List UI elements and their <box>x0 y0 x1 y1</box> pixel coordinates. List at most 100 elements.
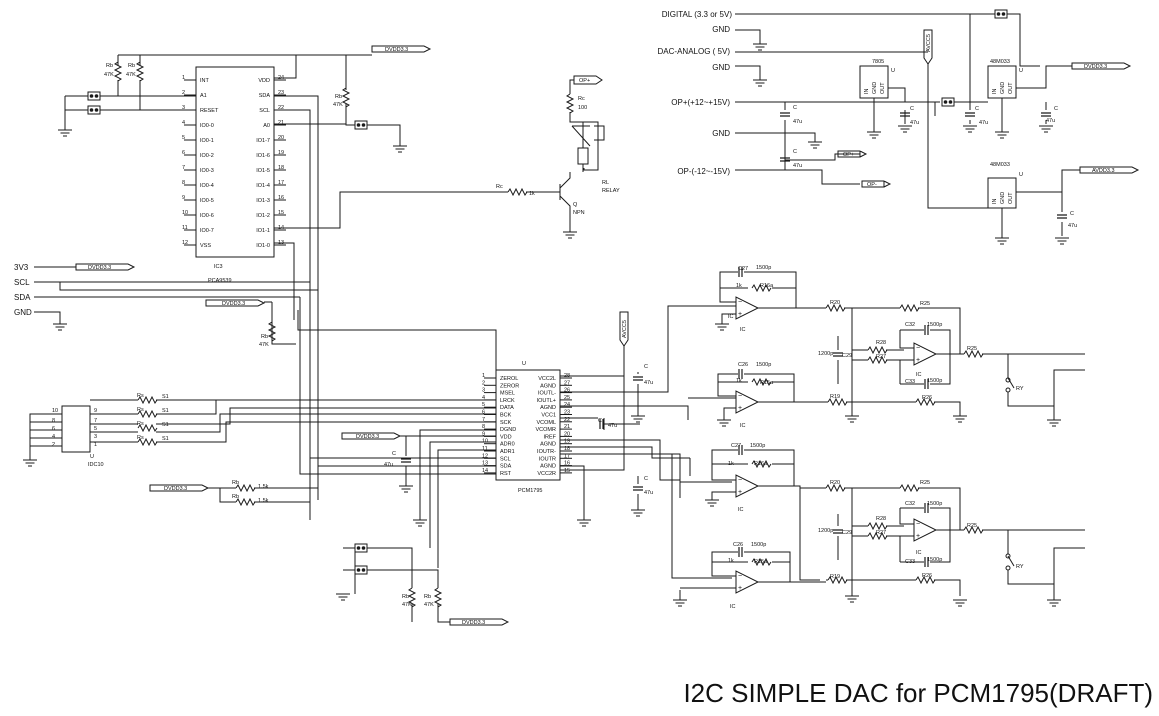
gnd-symbol <box>994 131 1010 139</box>
gnd-symbol <box>704 499 720 507</box>
opamp-ic: IC <box>916 550 922 556</box>
pin-name: RESET <box>200 108 219 114</box>
rc-label: Rc <box>578 96 585 102</box>
opamp-ic: IC <box>738 507 744 513</box>
pin-number: 1 <box>182 75 185 81</box>
gnd-symbol <box>57 129 73 137</box>
pin-name: IO0-2 <box>200 153 214 159</box>
capacitor <box>779 112 791 117</box>
r-r16a: R16a <box>754 461 768 467</box>
op-minus-text: OP- <box>867 182 877 188</box>
rb-label: Rb <box>106 63 113 69</box>
bus-sda: SDA <box>14 293 31 302</box>
rb-label: Rb <box>232 494 239 500</box>
gnd-symbol <box>412 519 428 527</box>
pin-name: ADR0 <box>500 442 515 448</box>
pin-number: 18 <box>278 165 284 171</box>
opamp <box>913 518 937 542</box>
pin-number: 14 <box>482 468 488 474</box>
pin-name: IREF <box>543 434 556 440</box>
cap-label: C <box>1070 211 1074 217</box>
dvdd-tag <box>341 432 402 440</box>
dvdd-tag <box>149 484 210 492</box>
pin-name: AGND <box>540 442 556 448</box>
opamp <box>735 570 759 594</box>
pin-number: 6 <box>182 150 185 156</box>
cap-c32: C32 <box>905 501 915 507</box>
r-r19: R19 <box>830 394 840 400</box>
idc-pin: 7 <box>94 418 97 424</box>
dvdd-tag <box>449 618 510 626</box>
pin-name: BCK <box>500 413 512 419</box>
gnd-symbol <box>576 519 592 527</box>
r-r28: R28 <box>876 516 886 522</box>
cap-c26: C26 <box>738 362 748 368</box>
r-1k: 1k <box>736 283 742 289</box>
capacitor <box>632 486 644 491</box>
bus-3v3: 3V3 <box>14 263 29 272</box>
reg-pin-gnd: GND <box>1000 82 1006 94</box>
cap-label: C <box>793 149 797 155</box>
r-1k: 1k <box>736 378 742 384</box>
rb-label: Rb <box>424 594 431 600</box>
r-r20: R20 <box>830 480 840 486</box>
bus-gnd: GND <box>14 308 32 317</box>
cap-label: C <box>644 364 648 370</box>
opamp-ic: IC <box>740 423 746 429</box>
pin-name: SCL <box>259 108 270 114</box>
r-r28: R28 <box>876 340 886 346</box>
pin-number: 12 <box>182 240 188 246</box>
pin-name: IO0-0 <box>200 123 214 129</box>
idc-u: U <box>90 454 94 460</box>
idc-pin: 1 <box>94 442 97 448</box>
idc10-body <box>61 405 91 453</box>
resistor-rc <box>566 93 574 114</box>
dvdd-text: DVDD3.3 <box>1084 64 1107 70</box>
cap-label: C <box>975 106 979 112</box>
gnd-symbol <box>562 231 578 239</box>
pin-number: 6 <box>482 410 485 416</box>
pin-number: 23 <box>278 90 284 96</box>
jumper-adr0 <box>354 543 368 553</box>
op-plus-text: OP+ <box>579 78 590 84</box>
pin-name: VDD <box>500 434 512 440</box>
r-r26: R26 <box>922 573 932 579</box>
pin-number: 2 <box>482 380 485 386</box>
opamp <box>913 342 937 366</box>
power-section: DIGITAL (3.3 or 5V) GND DAC-ANALOG ( 5V)… <box>658 9 1140 245</box>
rs-label: Rs <box>137 407 144 413</box>
reg-48m033-label: 48M033 <box>990 59 1010 65</box>
pin-name: IO1-1 <box>256 228 270 234</box>
reg-7805-label: 7805 <box>872 59 884 65</box>
reg-pin-out: OUT <box>880 82 886 94</box>
reg-u: U <box>1019 68 1023 74</box>
opamp-ic: IC <box>728 314 734 320</box>
resistor <box>867 522 888 530</box>
relay-rl: RL <box>602 180 609 186</box>
relay-name: RELAY <box>602 188 620 194</box>
pin-number: 8 <box>182 180 185 186</box>
pin-number: 15 <box>278 210 284 216</box>
relay-ry: RY <box>1016 386 1024 392</box>
pin-number: 9 <box>182 195 185 201</box>
pin-name: VCC1 <box>541 413 556 419</box>
relay-ry: RY <box>1016 564 1024 570</box>
pin-number: 15 <box>564 468 570 474</box>
pin-name: ZEROR <box>500 383 519 389</box>
dvdd-text: DVDD3.3 <box>356 434 379 440</box>
gnd-symbol <box>1054 237 1070 245</box>
op-minus-tag <box>861 180 892 188</box>
pcm-part: PCM1795 <box>518 488 542 494</box>
reg-u: U <box>891 68 895 74</box>
bus-scl: SCL <box>14 278 30 287</box>
gnd-symbol <box>752 43 768 51</box>
cap-c29: C29 <box>842 530 852 536</box>
gnd-symbol <box>752 79 768 87</box>
dvdd-tag <box>1071 62 1132 70</box>
avcc5-text: AVCC5 <box>926 34 932 52</box>
pin-number: 5 <box>482 402 485 408</box>
rb-value: 47K <box>104 72 114 78</box>
pin-name: IO1-0 <box>256 243 270 249</box>
gnd-symbol <box>714 323 730 331</box>
cap-1500p: 1500p <box>756 362 771 368</box>
